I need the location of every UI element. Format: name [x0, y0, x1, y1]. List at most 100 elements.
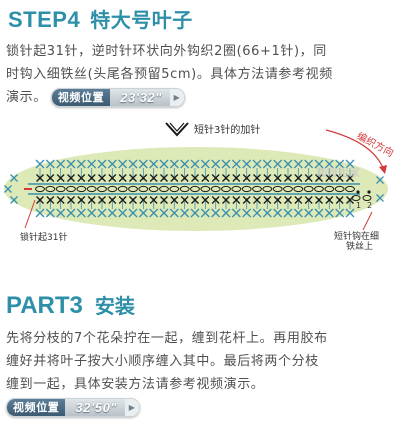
- outer-top-stitch: [66, 159, 76, 169]
- start-chain-label: 锁针起31针: [20, 231, 67, 243]
- outer-bottom-stitch: [221, 208, 231, 218]
- direction-arrow: [325, 129, 384, 169]
- inner-bottom-stitch: [242, 196, 251, 204]
- chain-stitch: [262, 185, 273, 193]
- inner-top-stitch: [284, 174, 292, 182]
- chain-stitch: [293, 185, 304, 193]
- video-timestamp: 32'50": [65, 399, 126, 416]
- part3-instructions: 先将分枝的7个花朵拧在一起，缠到花杆上。再用胶布 缠好并将叶子按大小顺序缠入其中…: [6, 327, 396, 419]
- inner-top-stitch: [242, 174, 251, 182]
- step4-line-2: 时钩入细铁丝(头尾各预留5cm)。具体方法请参考视频: [6, 67, 333, 82]
- inner-top-stitch: [294, 174, 303, 182]
- inner-top-stitch: [201, 174, 210, 182]
- inner-top-stitch: [36, 174, 44, 182]
- outer-bottom-stitch: [304, 208, 314, 218]
- inner-bottom-stitch: [67, 196, 75, 204]
- end-dot: [356, 190, 360, 194]
- outer-top-stitch: [252, 159, 262, 169]
- inner-bottom-stitch: [129, 196, 137, 204]
- outer-top-stitch: [262, 159, 272, 169]
- inner-top-stitch: [108, 174, 117, 182]
- inner-top-stitch: [170, 174, 179, 182]
- outer-bottom-stitch: [314, 208, 324, 218]
- outer-bottom-stitch: [180, 208, 190, 218]
- inner-top-stitch: [273, 174, 282, 182]
- inner-top-stitch: [304, 174, 313, 182]
- inner-bottom-stitch: [139, 196, 148, 204]
- outer-bottom-stitch: [128, 208, 138, 218]
- direction-arrowhead-icon: [379, 165, 387, 174]
- video-position-label: 视频位置: [51, 89, 111, 106]
- inner-bottom-stitch: [304, 196, 313, 204]
- chain-stitch: [86, 185, 97, 193]
- inner-bottom-stitch: [36, 196, 44, 204]
- chain-stitch: [55, 185, 66, 193]
- outer-top-stitch: [169, 159, 179, 169]
- inner-top-stitch: [232, 174, 241, 182]
- outer-bottom-stitch: [107, 208, 117, 218]
- outer-bottom-stitch: [87, 208, 97, 218]
- play-icon: ▶: [170, 89, 184, 106]
- stitch-symbols: [4, 159, 384, 218]
- outer-bottom-stitch: [273, 208, 283, 218]
- inner-bottom-stitch: [222, 196, 230, 204]
- inner-bottom-stitch: [170, 196, 179, 204]
- chain-stitch: [169, 185, 180, 193]
- inner-top-stitch: [315, 174, 323, 182]
- outer-top-stitch: [87, 159, 97, 169]
- chain-stitch: [210, 185, 221, 193]
- inner-top-stitch: [46, 174, 55, 182]
- three-stitch-increase-icon: [165, 122, 189, 137]
- chain-stitch: [190, 185, 200, 193]
- outer-top-stitch: [314, 159, 324, 169]
- inner-bottom-stitch: [149, 196, 158, 204]
- chain-stitch: [148, 185, 159, 193]
- inner-bottom-stitch: [284, 196, 292, 204]
- inner-top-stitch: [149, 174, 158, 182]
- play-icon: ▶: [125, 399, 140, 416]
- inner-bottom-stitch: [294, 196, 303, 204]
- outer-top-stitch: [118, 159, 128, 169]
- end-increase-stitch: [10, 196, 18, 204]
- inner-bottom-stitch: [98, 196, 106, 204]
- outer-bottom-stitch: [35, 208, 45, 218]
- chain-stitch: [66, 185, 76, 193]
- inner-bottom-stitch: [232, 196, 241, 204]
- outer-top-stitch: [211, 159, 221, 169]
- step4-line-1: 锁针起31针，逆时针环状向外钩织2圈(66+1针)，同: [6, 44, 327, 59]
- outer-bottom-stitch: [45, 208, 55, 218]
- inner-bottom-stitch: [325, 196, 334, 204]
- outer-top-stitch: [345, 159, 355, 169]
- inner-bottom-stitch: [77, 196, 86, 204]
- video-position-label: 视频位置: [7, 399, 66, 416]
- outer-top-stitch: [149, 159, 159, 169]
- leaf-shape: [4, 147, 388, 231]
- inner-bottom-stitch: [201, 196, 210, 204]
- inner-bottom-stitch: [118, 196, 127, 204]
- end-increase-stitch: [10, 174, 18, 182]
- inner-top-stitch: [325, 174, 334, 182]
- chain-stitch: [221, 185, 231, 193]
- inner-top-stitch: [346, 174, 354, 182]
- inner-bottom-stitch: [87, 196, 96, 204]
- chain-stitch: [303, 185, 314, 193]
- outer-bottom-stitch: [211, 208, 221, 218]
- wire-pointer: [362, 211, 373, 231]
- watermark: 咖啡姐家: [316, 165, 360, 179]
- outer-bottom-stitch: [56, 208, 66, 218]
- outer-top-stitch: [35, 159, 45, 169]
- inner-top-stitch: [253, 174, 261, 182]
- part3-line-2: 缠好并将叶子按大小顺序缠入其中。最后将两个分枝: [6, 354, 319, 369]
- inner-top-stitch: [211, 174, 220, 182]
- outer-top-stitch: [324, 159, 334, 169]
- outer-bottom-stitch: [66, 208, 76, 218]
- step4-instructions: 锁针起31针，逆时针环状向外钩织2圈(66+1针)，同 时钩入细铁丝(头尾各预留…: [6, 40, 396, 109]
- outer-bottom-stitch: [335, 208, 345, 218]
- chain-stitch: [76, 185, 87, 193]
- outer-top-stitch: [242, 159, 252, 169]
